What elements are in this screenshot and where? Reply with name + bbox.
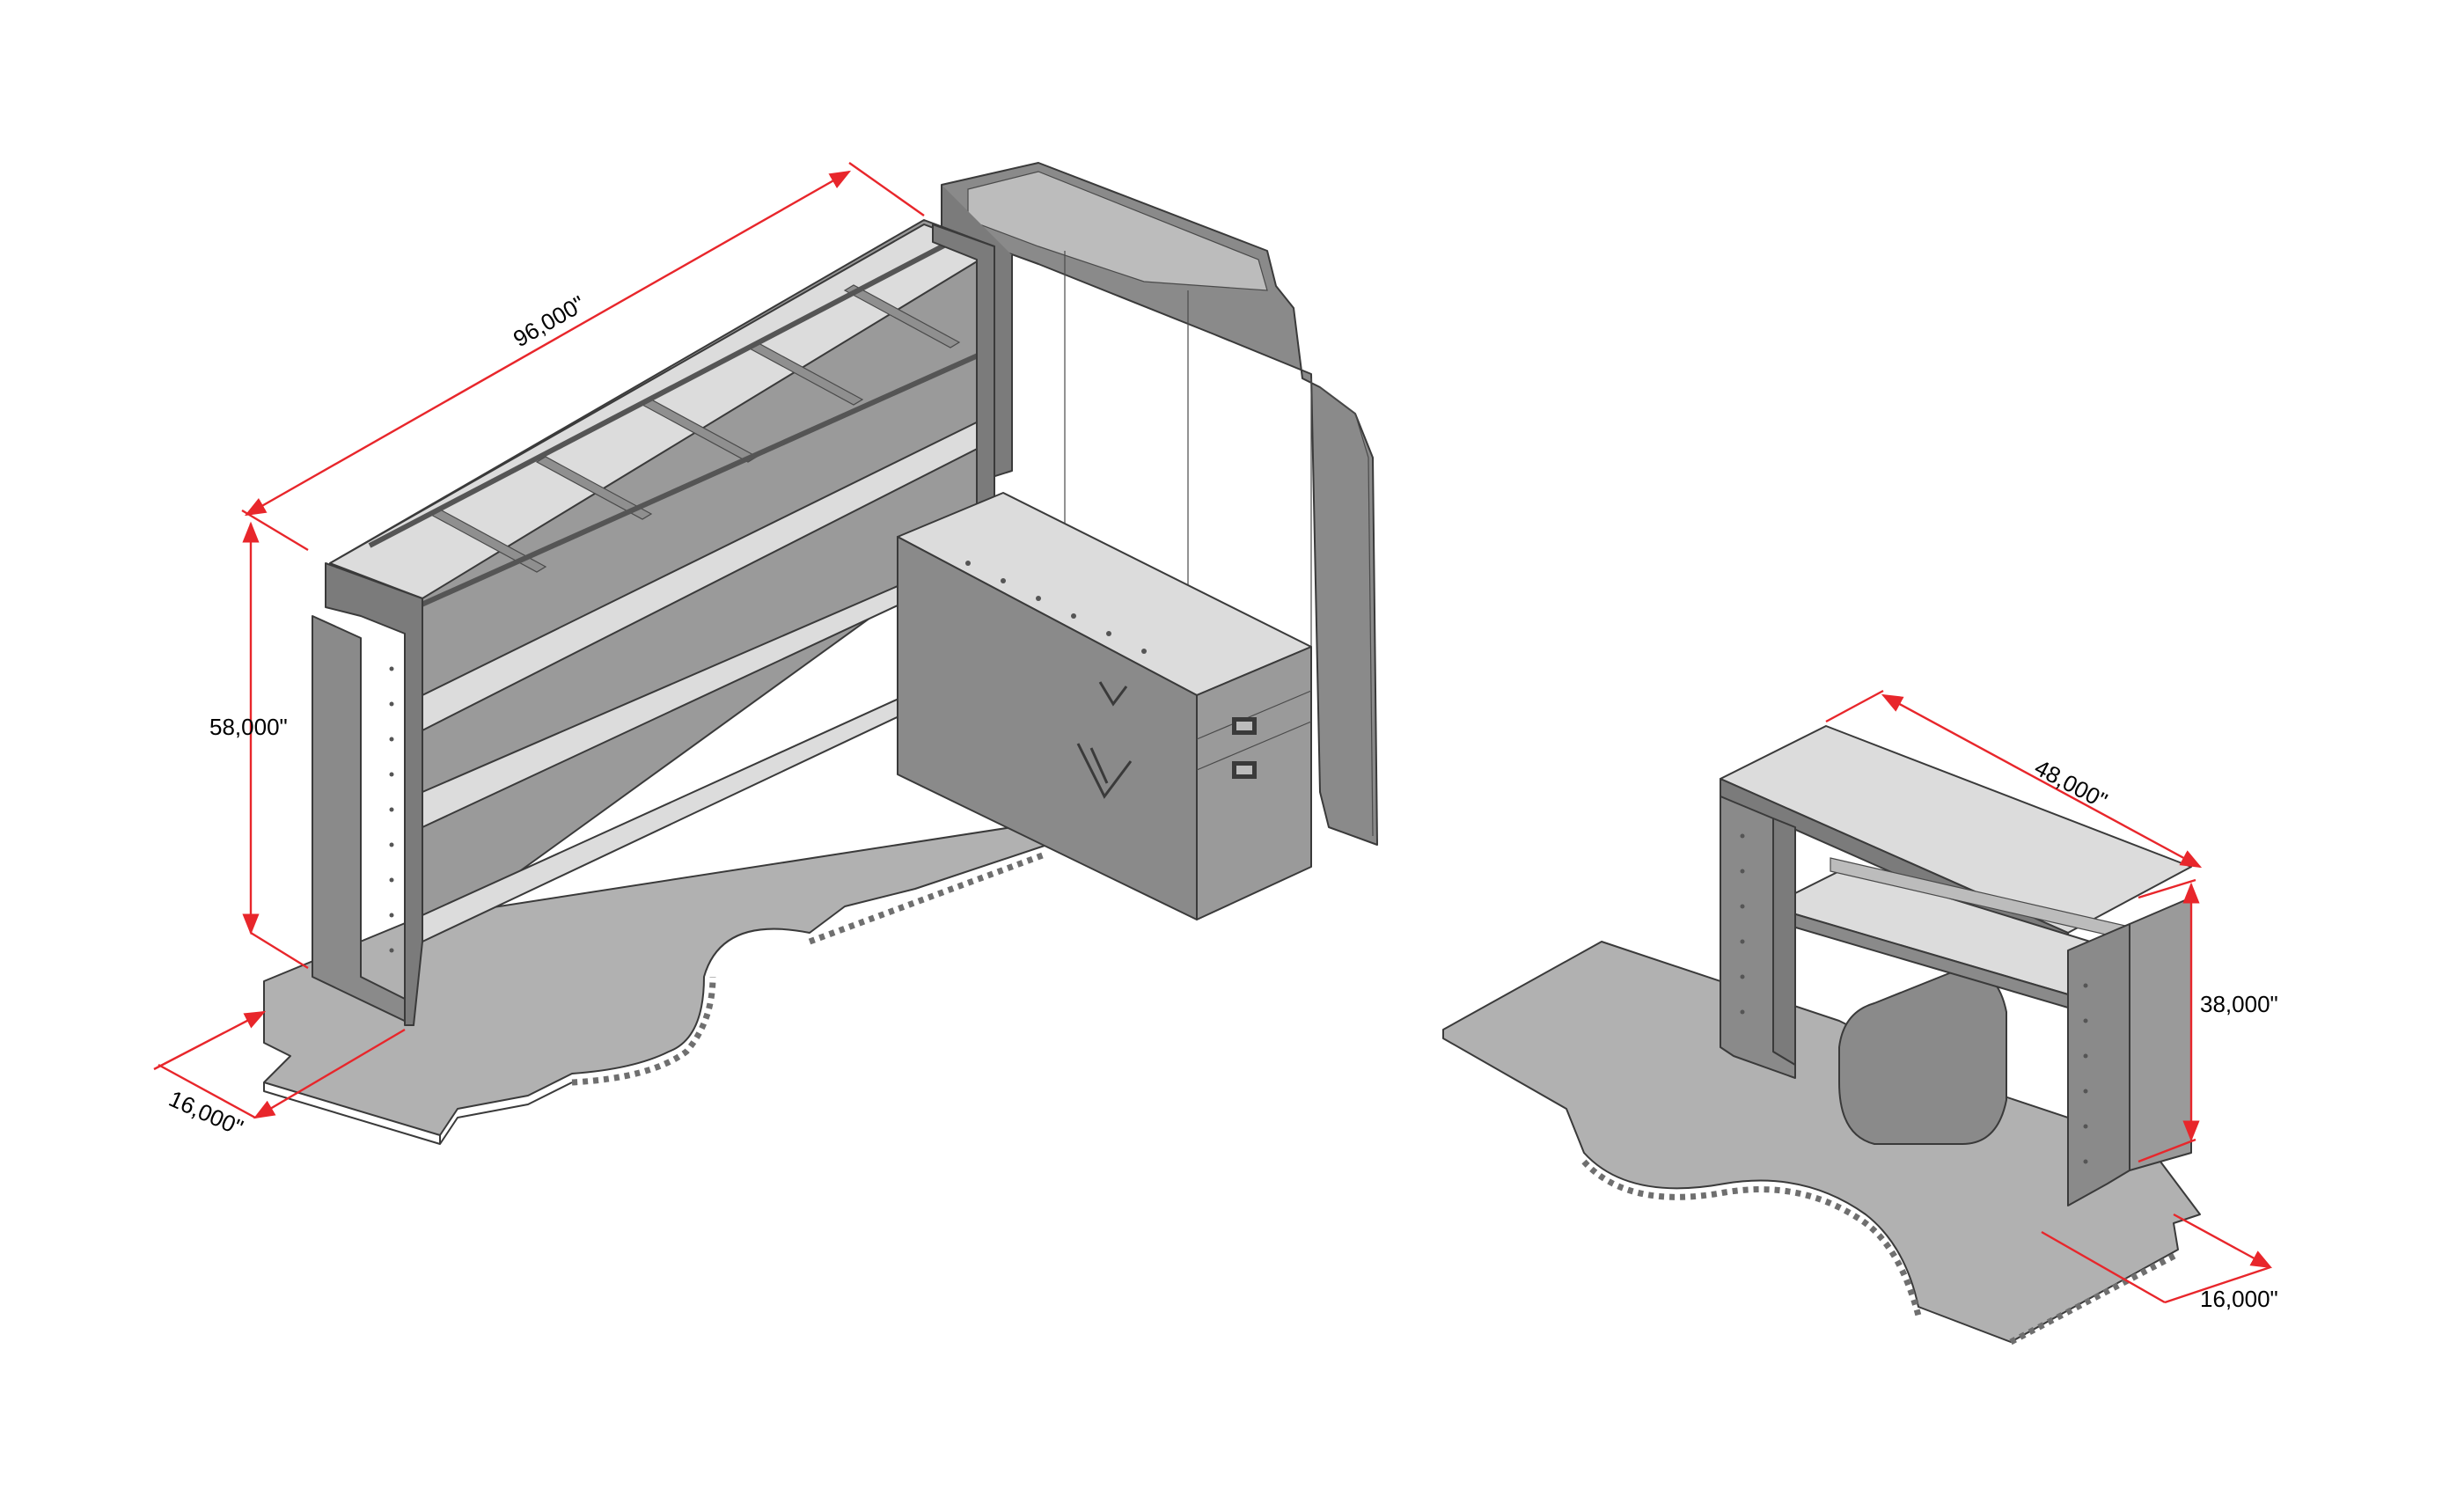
left-van-wall-panel [941, 162, 1378, 846]
left-cabinet-side [1196, 646, 1312, 920]
right-dim-height: 38,000" [2200, 991, 2278, 1017]
right-assembly: 48,000" 38,000" 16,000" [1442, 689, 2278, 1346]
v-logo-icon [1076, 681, 1133, 799]
left-floor-edge [263, 1082, 573, 1145]
right-floor-plate [1442, 941, 2201, 1343]
left-floor-plate [263, 826, 1048, 1136]
right-dim-length: 48,000" [2030, 754, 2111, 814]
left-assembly: 96,000" 58,000" 16,000" [153, 162, 1378, 1145]
latch-icon [1232, 717, 1257, 779]
right-wheel-well [1838, 967, 2007, 1145]
right-side-panel-right [2067, 923, 2130, 1206]
left-dim-depth: 16,000" [165, 1085, 247, 1141]
left-dim-height: 58,000" [209, 714, 288, 740]
right-dim-depth: 16,000" [2200, 1286, 2278, 1312]
